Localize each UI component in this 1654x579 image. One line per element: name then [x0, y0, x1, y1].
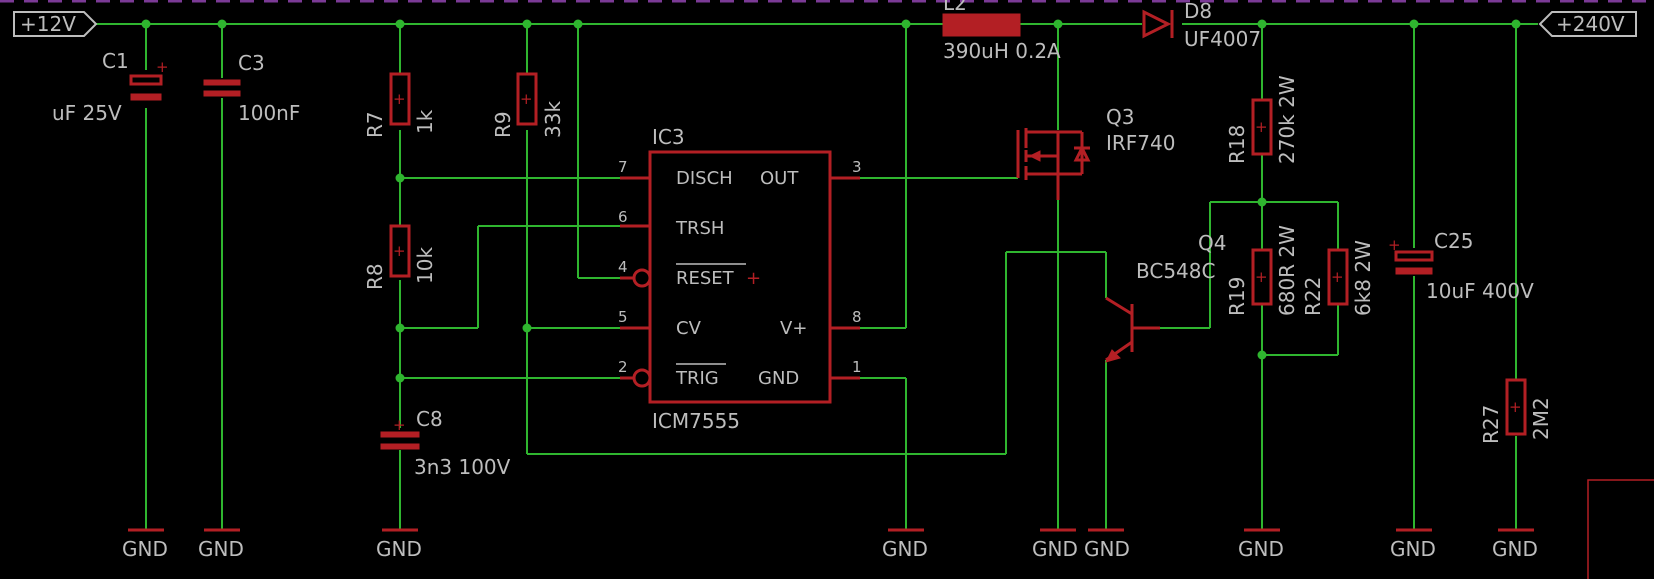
gnd-label: GND: [122, 537, 168, 561]
c25-name: C25: [1434, 229, 1473, 253]
l2-value: 390uH 0.2A: [943, 39, 1061, 63]
capacitor-c3: [203, 79, 241, 97]
resistor-r7: +: [389, 72, 411, 126]
c8-name: C8: [416, 407, 443, 431]
sheet-frame: [1587, 479, 1654, 579]
ic-pin-trig: TRIG: [675, 368, 719, 389]
r19-name: R19: [1225, 277, 1249, 316]
port-label-240v: +240V: [1556, 12, 1625, 36]
gnd-label: GND: [1390, 537, 1436, 561]
pin-number-5: 5: [618, 308, 628, 326]
gnd-label: GND: [1238, 537, 1284, 561]
q3-name: Q3: [1106, 105, 1134, 129]
ic-pin-out: OUT: [760, 168, 799, 189]
c1-value: uF 25V: [52, 101, 122, 125]
d8-name: D8: [1184, 0, 1212, 23]
capacitor-c25: +: [1388, 236, 1434, 275]
ic3-part: ICM7555: [652, 409, 740, 433]
resistor-r22: +: [1327, 248, 1349, 306]
r22-name: R22: [1301, 277, 1325, 316]
gnd-label: GND: [198, 537, 244, 561]
diode-d8: [1142, 9, 1174, 39]
gnd-label: GND: [1492, 537, 1538, 561]
capacitor-c1: +: [129, 58, 169, 101]
q4-name: Q4: [1198, 231, 1226, 255]
c1-name: C1: [102, 49, 129, 73]
inductor-l2: [942, 13, 1021, 37]
ic-pin-disch: DISCH: [676, 168, 733, 189]
r7-name: R7: [363, 111, 387, 138]
r8-name: R8: [363, 263, 387, 290]
pin-number-4: 4: [618, 258, 628, 276]
svg-text:+: +: [1255, 268, 1268, 286]
capacitor-c8: +: [380, 416, 420, 450]
l2-name: L2: [943, 0, 967, 15]
svg-text:+: +: [393, 416, 406, 434]
q4-value: BC548C: [1136, 259, 1215, 283]
r27-value: 2M2: [1529, 397, 1553, 440]
gnd-label: GND: [1084, 537, 1130, 561]
pin-number-2: 2: [618, 358, 628, 376]
c3-value: 100nF: [238, 101, 300, 125]
pin-number-8: 8: [852, 308, 862, 326]
ic-pin-gnd: GND: [758, 368, 799, 389]
c8-value: 3n3 100V: [414, 455, 511, 479]
ic3-body: [620, 150, 860, 404]
svg-text:+: +: [520, 90, 533, 108]
r27-name: R27: [1479, 405, 1503, 444]
gnd-label: GND: [376, 537, 422, 561]
c25-value: 10uF 400V: [1426, 279, 1534, 303]
svg-text:+: +: [393, 242, 406, 260]
resistor-r8: +: [389, 224, 411, 278]
svg-text:+: +: [1388, 236, 1401, 254]
resistor-r18: +: [1251, 98, 1273, 156]
r7-value: 1k: [413, 109, 437, 134]
d8-value: UF4007: [1184, 27, 1261, 51]
port-12v: [13, 11, 98, 37]
ic-pin-reset: RESET: [676, 268, 735, 289]
port-label-12v: +12V: [20, 12, 76, 36]
gnd-label: GND: [882, 537, 928, 561]
ic-pin-vplus: V+: [780, 318, 807, 339]
ic3-name: IC3: [652, 125, 685, 149]
r9-name: R9: [491, 111, 515, 138]
mosfet-q3: [1016, 128, 1091, 200]
pin-number-6: 6: [618, 208, 628, 226]
svg-text:+: +: [393, 90, 406, 108]
port-240v: [1538, 11, 1637, 37]
resistor-r9: +: [516, 72, 538, 126]
pin-number-3: 3: [852, 158, 862, 176]
r19-value: 680R 2W: [1275, 225, 1299, 316]
r18-name: R18: [1225, 125, 1249, 164]
c3-name: C3: [238, 51, 265, 75]
gnd-label: GND: [1032, 537, 1078, 561]
ic-pin-trsh: TRSH: [675, 218, 724, 239]
resistor-r19: +: [1251, 248, 1273, 306]
svg-text:+: +: [1255, 118, 1268, 136]
resistor-r27: +: [1505, 378, 1527, 436]
ic-reset-mark: +: [746, 268, 761, 289]
ic-pin-cv: CV: [676, 318, 702, 339]
wires: [96, 23, 1538, 530]
r9-value: 33k: [541, 101, 565, 138]
r8-value: 10k: [413, 247, 437, 284]
svg-text:+: +: [1331, 268, 1344, 286]
svg-text:+: +: [156, 58, 169, 76]
transistor-q4: [1105, 296, 1160, 363]
pin-number-1: 1: [852, 358, 862, 376]
svg-text:+: +: [1509, 398, 1522, 416]
pin-number-7: 7: [618, 158, 628, 176]
junction-dots: [141, 19, 1521, 383]
q3-value: IRF740: [1106, 131, 1175, 155]
r18-value: 270k 2W: [1275, 75, 1299, 164]
r22-value: 6k8 2W: [1351, 240, 1375, 316]
